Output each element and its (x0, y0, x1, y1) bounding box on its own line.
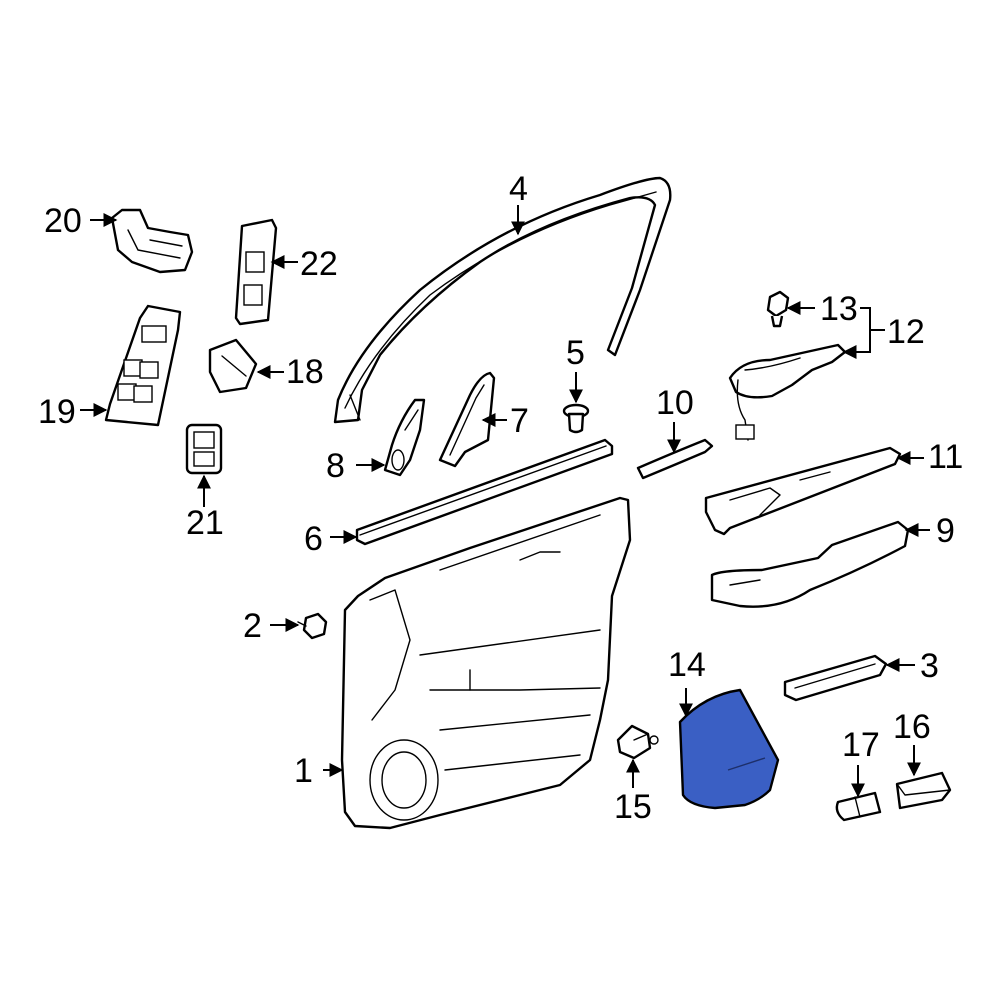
callout-6: 6 (304, 520, 323, 558)
callout-13: 13 (820, 290, 858, 328)
part-19-master-switch[interactable] (104, 304, 182, 427)
part-18-switch[interactable] (208, 338, 258, 394)
part-20-seat-switch[interactable] (110, 208, 194, 274)
part-12-door-handle[interactable] (728, 343, 847, 441)
part-4-window-frame-trim[interactable] (333, 176, 672, 424)
callout-20: 20 (44, 202, 82, 240)
callout-19: 19 (38, 393, 76, 431)
part-5-clip[interactable] (562, 403, 590, 434)
part-22-switch-panel[interactable] (234, 218, 278, 326)
callout-17: 17 (842, 726, 880, 764)
callout-1: 1 (294, 752, 313, 790)
part-14-door-pocket-cover[interactable] (678, 688, 780, 810)
callout-14: 14 (668, 646, 706, 684)
callout-22: 22 (300, 245, 338, 283)
callout-5: 5 (566, 334, 585, 372)
part-8-tweeter-cover[interactable] (383, 398, 426, 477)
part-13-fastener[interactable] (766, 290, 790, 328)
leader-lines (80, 205, 930, 798)
part-9-armrest[interactable] (710, 520, 910, 608)
callout-2: 2 (243, 607, 262, 645)
callout-labels: 1 2 3 4 5 6 7 8 9 10 11 12 13 14 15 16 1… (38, 170, 963, 826)
part-15-clip[interactable] (616, 724, 659, 760)
part-11-armrest-upper-trim[interactable] (704, 446, 902, 536)
callout-11: 11 (928, 438, 963, 476)
part-3-pull-handle-insert[interactable] (783, 654, 888, 702)
callout-18: 18 (286, 353, 324, 391)
part-10-trim-strip[interactable] (636, 438, 714, 480)
callout-12: 12 (887, 313, 925, 351)
part-7-mirror-cover[interactable] (438, 371, 496, 468)
part-17-cap[interactable] (835, 791, 882, 822)
callout-10: 10 (656, 384, 694, 422)
part-2-push-fastener[interactable] (297, 612, 328, 640)
callout-8: 8 (326, 447, 345, 485)
callout-3: 3 (920, 647, 939, 685)
callout-7: 7 (510, 402, 529, 440)
callout-16: 16 (893, 708, 931, 746)
callout-15: 15 (614, 788, 652, 826)
part-16-cap[interactable] (895, 771, 952, 810)
callout-4: 4 (509, 170, 528, 208)
part-21-switch[interactable] (185, 423, 223, 475)
part-1-door-trim-panel[interactable] (340, 496, 632, 830)
callout-9: 9 (936, 512, 955, 550)
callout-21: 21 (186, 504, 224, 542)
